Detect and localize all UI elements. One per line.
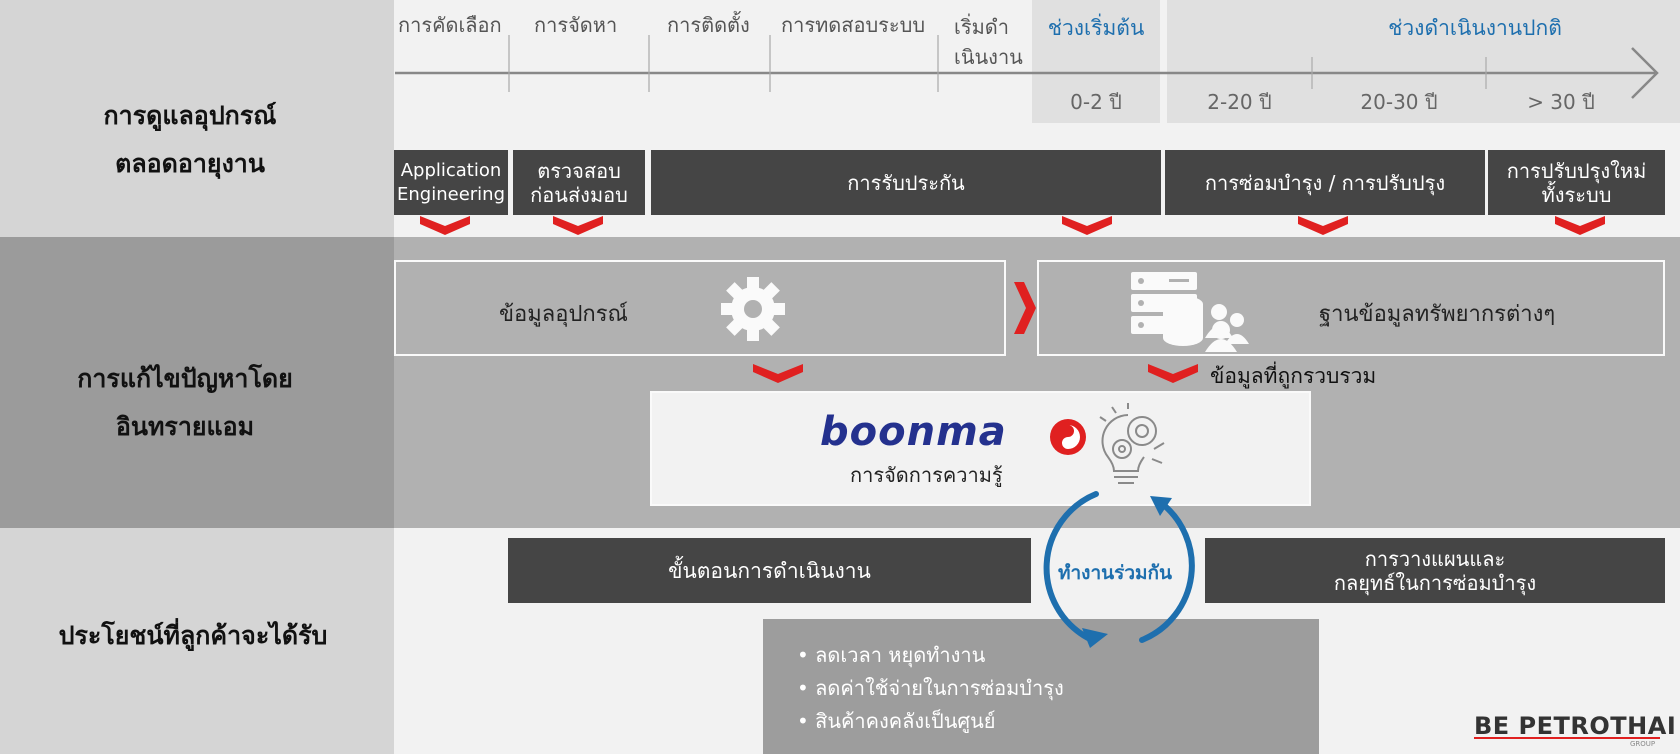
solution-chevrons <box>753 364 1198 383</box>
collected-data-label: ข้อมูลที่ถูกรวบรวม <box>1210 364 1377 388</box>
app-eng-line1: Application <box>400 159 502 181</box>
years-30-plus: > 30 ปี <box>1527 90 1595 114</box>
benefit-label-cell <box>0 528 394 754</box>
chevron-down-icon <box>420 216 470 235</box>
stage-start-line1: เริ่มดำ <box>954 15 1009 39</box>
chevron-down-icon <box>753 364 803 383</box>
planning-line1: การวางแผนและ <box>1364 546 1506 571</box>
boonma-logo-mark <box>1050 419 1086 455</box>
solution-label-line2: อินทรายแอม <box>115 412 255 441</box>
lifecycle-label-line1: การดูแลอุปกรณ์ <box>103 101 277 130</box>
benefit-row-label: ประโยชน์ที่ลูกค้าจะได้รับ <box>58 621 328 650</box>
service-chevrons <box>420 216 1605 235</box>
stage-start-line2: เนินงาน <box>954 45 1023 69</box>
solution-row-label: การแก้ไขปัญหาโดย อินทรายแอม <box>0 355 370 451</box>
chevron-down-icon <box>1555 216 1605 235</box>
chevron-right-icon <box>1014 282 1036 334</box>
lifecycle-label-cell <box>0 0 394 237</box>
resource-db-label: ฐานข้อมูลทรัพยากรต่างๆ <box>1319 302 1556 327</box>
overhaul-line1: การปรับปรุงใหม่ <box>1506 158 1647 183</box>
collaborate-label: ทำงานร่วมกัน <box>1057 562 1173 584</box>
phase-early-label: ช่วงเริ่มต้น <box>1047 16 1145 40</box>
be-petrothai-logo: BE PETROTHAI <box>1474 712 1677 740</box>
stage-start-operation: เริ่มดำ เนินงาน <box>954 12 1023 72</box>
service-pre-delivery-inspection: ตรวจสอบก่อนส่งมอบ <box>513 150 645 215</box>
years-0-2: 0-2 ปี <box>1070 90 1122 114</box>
boonma-logo-text: boonma <box>820 409 1007 455</box>
resource-database-box: ฐานข้อมูลทรัพยากรต่างๆ <box>1037 260 1665 356</box>
lightbulb-gear-icon <box>1099 403 1165 484</box>
chevron-down-icon <box>1298 216 1348 235</box>
solution-label-cell <box>0 237 394 528</box>
timeline-axis <box>395 35 1659 99</box>
chevron-down-icon <box>1148 364 1198 383</box>
service-warranty: การรับประกัน <box>651 150 1161 215</box>
stage-system-test: การทดสอบระบบ <box>781 13 926 37</box>
planning-line2: กลยุทธ์ในการซ่อมบำรุง <box>1333 570 1537 595</box>
knowledge-management-box: boonma การจัดการความรู้ <box>650 391 1311 506</box>
logo-group-text: GROUP <box>1630 740 1656 748</box>
benefit-bullet-2: • ลดค่าใช้จ่ายในการซ่อมบำรุง <box>797 676 1064 700</box>
database-people-icon <box>1131 272 1249 352</box>
chevron-down-icon <box>553 216 603 235</box>
maintenance-planning-box: การวางแผนและกลยุทธ์ในการซ่อมบำรุง <box>1205 538 1665 603</box>
equipment-data-box: ข้อมูลอุปกรณ์ <box>394 260 1006 356</box>
operation-procedure-box: ขั้นตอนการดำเนินงาน <box>508 538 1031 603</box>
early-phase-area <box>1032 0 1160 123</box>
years-20-30: 20-30 ปี <box>1360 90 1438 114</box>
years-2-20: 2-20 ปี <box>1207 90 1272 114</box>
overhaul-line2: ทั้งระบบ <box>1541 182 1612 207</box>
benefit-bullet-3: • สินค้าคงคลังเป็นศูนย์ <box>797 709 996 733</box>
stage-selection: การคัดเลือก <box>398 13 502 37</box>
inspect-line2: ก่อนส่งมอบ <box>530 182 628 207</box>
knowledge-mgmt-label: การจัดการความรู้ <box>850 463 1003 487</box>
service-repair: การซ่อมบำรุง / การปรับปรุง <box>1165 150 1485 215</box>
stage-procurement: การจัดหา <box>534 13 618 37</box>
chevron-down-icon <box>1062 216 1112 235</box>
phase-normal-label: ช่วงดำเนินงานปกติ <box>1388 16 1562 40</box>
service-overhaul: การปรับปรุงใหม่ทั้งระบบ <box>1488 150 1665 215</box>
lifecycle-row-label: การดูแลอุปกรณ์ ตลอดอายุงาน <box>0 92 380 188</box>
stage-installation: การติดตั้ง <box>667 13 750 37</box>
normal-phase-area <box>1167 0 1680 123</box>
equipment-data-label: ข้อมูลอุปกรณ์ <box>499 302 628 327</box>
inspect-line1: ตรวจสอบ <box>537 158 621 183</box>
lifecycle-label-line2: ตลอดอายุงาน <box>115 149 265 178</box>
benefit-bullet-1: • ลดเวลา หยุดทำงาน <box>797 643 986 667</box>
gear-icon <box>721 277 785 341</box>
benefit-bullets-box: • ลดเวลา หยุดทำงาน • ลดค่าใช้จ่ายในการซ่… <box>763 619 1319 754</box>
app-eng-line2: Engineering <box>397 183 505 205</box>
solution-label-line1: การแก้ไขปัญหาโดย <box>77 364 293 393</box>
collaboration-cycle-icon <box>1043 491 1195 648</box>
logo-underline <box>1474 737 1660 739</box>
